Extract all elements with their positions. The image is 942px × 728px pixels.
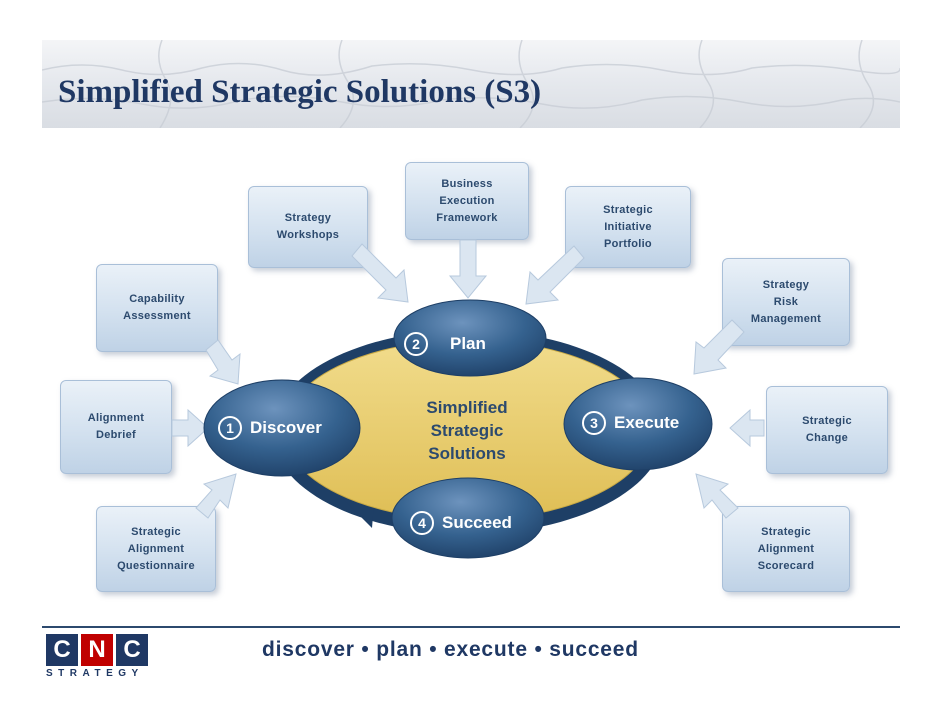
succeed-number: 4 <box>410 511 434 535</box>
plan-node-label: 2 Plan <box>404 332 486 356</box>
footer-divider <box>42 626 900 628</box>
alignment-debrief-box: Alignment Debrief <box>60 380 172 474</box>
capability-assessment-label: Capability Assessment <box>123 293 191 322</box>
discover-node <box>203 379 361 477</box>
arrow-from-business-execution-framework <box>448 239 488 299</box>
strategic-alignment-scorecard-label: Strategic Alignment Scorecard <box>757 525 815 572</box>
strategy-workshops-label: Strategy Workshops <box>276 212 340 241</box>
logo-letter-n: N <box>81 634 113 666</box>
logo-subtitle: STRATEGY <box>46 668 144 679</box>
succeed-node-label: 4 Succeed <box>410 511 512 535</box>
tagline: discover • plan • execute • succeed <box>262 638 639 661</box>
execute-number: 3 <box>582 411 606 435</box>
succeed-text: Succeed <box>442 513 512 532</box>
title-banner <box>42 40 900 128</box>
succeed-node <box>391 477 545 559</box>
arrow-from-capability-assessment <box>205 339 241 385</box>
discover-text: Discover <box>250 418 322 437</box>
strategy-risk-management-label: Strategy Risk Management <box>750 278 822 325</box>
capability-assessment-box: Capability Assessment <box>96 264 218 352</box>
arrow-from-strategy-workshops <box>351 243 409 303</box>
strategic-initiative-portfolio-label: Strategic Initiative Portfolio <box>603 203 653 250</box>
execute-node <box>563 377 713 471</box>
business-execution-framework-label: Business Execution Framework <box>436 177 498 224</box>
strategic-alignment-scorecard-box: Strategic Alignment Scorecard <box>722 506 850 592</box>
execute-node-label: 3 Execute <box>582 411 679 435</box>
discover-number: 1 <box>218 416 242 440</box>
arrow-from-strategic-alignment-scorecard <box>695 473 739 519</box>
strategic-alignment-questionnaire-label: Strategic Alignment Questionnaire <box>117 525 195 572</box>
plan-node <box>393 299 547 377</box>
arrow-from-strategic-alignment-questionnaire <box>195 473 237 519</box>
alignment-debrief-label: Alignment Debrief <box>87 412 145 441</box>
plan-text: Plan <box>450 334 486 353</box>
arrow-from-alignment-debrief <box>171 408 209 448</box>
strategic-change-label: Strategic Change <box>802 415 852 444</box>
logo-letter-c1: C <box>46 634 78 666</box>
strategic-change-box: Strategic Change <box>766 386 888 474</box>
discover-node-label: 1 Discover <box>218 416 322 440</box>
logo-letter-c2: C <box>116 634 148 666</box>
center-label: Simplified Strategic Solutions <box>426 398 508 463</box>
plan-number: 2 <box>404 332 428 356</box>
execute-text: Execute <box>614 413 680 432</box>
puzzle-pattern <box>42 40 900 128</box>
cnc-strategy-logo: C N C STRATEGY <box>46 634 154 682</box>
business-execution-framework-box: Business Execution Framework <box>405 162 529 240</box>
arrow-from-strategy-risk-management <box>693 319 745 375</box>
strategy-workshops-box: Strategy Workshops <box>248 186 368 268</box>
page-title: Simplified Strategic Solutions (S3) <box>58 74 542 110</box>
strategic-alignment-questionnaire-box: Strategic Alignment Questionnaire <box>96 506 216 592</box>
logo-letters: C N C <box>46 634 154 666</box>
arrow-from-strategic-initiative-portfolio <box>525 245 585 305</box>
strategic-initiative-portfolio-box: Strategic Initiative Portfolio <box>565 186 691 268</box>
arrow-from-strategic-change <box>729 408 765 448</box>
